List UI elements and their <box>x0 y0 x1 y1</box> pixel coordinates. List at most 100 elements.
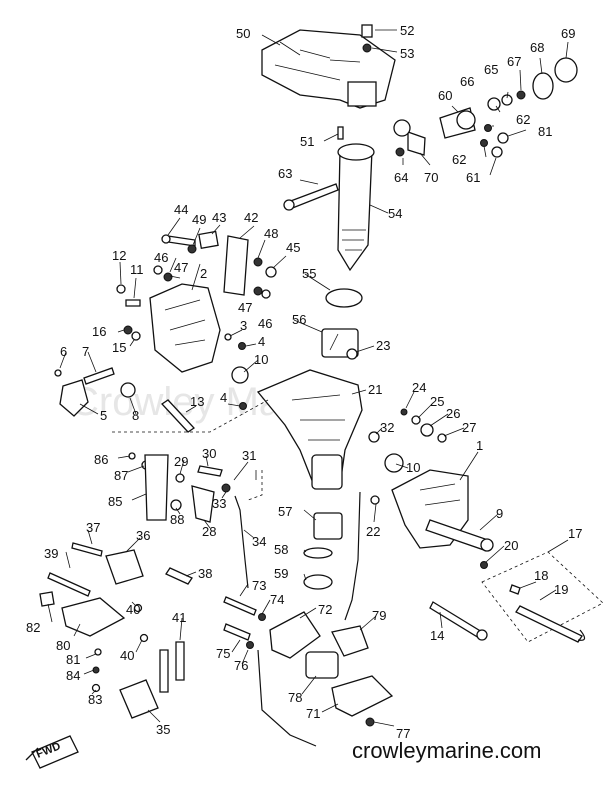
callout-82: 82 <box>26 620 40 635</box>
callout-20: 20 <box>504 538 518 553</box>
callout-5: 5 <box>100 408 107 423</box>
part-53-washer <box>362 43 372 53</box>
callout-35: 35 <box>156 722 170 737</box>
part-54-shaft-top <box>337 143 375 161</box>
callout-55: 55 <box>302 266 316 281</box>
callout-51: 51 <box>300 134 314 149</box>
part-10-bushing-lower <box>384 453 404 473</box>
part-7-spring <box>83 367 115 385</box>
callout-2: 2 <box>200 266 207 281</box>
callout-49: 49 <box>192 212 206 227</box>
callout-67: 67 <box>507 54 521 69</box>
part-22-washer <box>370 495 380 505</box>
callout-24: 24 <box>412 380 426 395</box>
part-34-cable <box>234 495 249 589</box>
part-77-nut <box>365 717 375 727</box>
part-82-cap <box>39 591 55 607</box>
part-49-washer <box>187 244 197 254</box>
callout-73: 73 <box>252 578 266 593</box>
callout-17: 17 <box>568 526 582 541</box>
callout-72: 72 <box>318 602 332 617</box>
callout-78: 78 <box>288 690 302 705</box>
part-26-bushing <box>420 423 434 437</box>
part-21-lower-boss <box>311 454 343 490</box>
part-70-bushing <box>407 131 426 156</box>
part-88-bolt <box>170 499 182 511</box>
callout-21: 21 <box>368 382 382 397</box>
callout-4-upper: 4 <box>258 334 265 349</box>
part-38-pin <box>165 567 193 585</box>
part-79-rubber-mount <box>331 625 369 657</box>
callout-87: 87 <box>114 468 128 483</box>
part-4-nut-upper <box>238 342 246 350</box>
callout-19: 19 <box>554 582 568 597</box>
callout-45: 45 <box>286 240 300 255</box>
part-14-head <box>476 629 488 641</box>
callout-70: 70 <box>424 170 438 185</box>
part-68-grip-end <box>532 72 554 100</box>
part-71-lower-mount <box>331 675 394 717</box>
part-28-lever <box>191 485 215 523</box>
part-72-mount <box>269 611 321 659</box>
callout-labels: 50 52 53 51 54 63 64 70 60 66 65 67 68 6… <box>26 23 582 741</box>
callout-47-lower: 47 <box>238 300 252 315</box>
callout-68: 68 <box>530 40 544 55</box>
part-44-bolt-head <box>161 234 171 244</box>
callout-10-upper: 10 <box>254 352 268 367</box>
callout-1: 1 <box>476 438 483 453</box>
upper-left-assembly <box>54 230 277 433</box>
callout-11: 11 <box>130 262 144 277</box>
part-23-fitting <box>346 348 358 360</box>
part-40-washer-lower <box>139 633 149 643</box>
callout-43: 43 <box>212 210 226 225</box>
part-9-end <box>480 538 494 552</box>
part-67-nut <box>516 90 526 100</box>
part-60-boss <box>456 110 476 130</box>
part-74-washer <box>258 613 266 621</box>
part-39-bolt <box>47 572 91 597</box>
callout-4-lower: 4 <box>220 390 227 405</box>
callout-23: 23 <box>376 338 390 353</box>
assembly-line-31 <box>247 470 263 501</box>
callout-15: 15 <box>112 340 126 355</box>
callout-42: 42 <box>244 210 258 225</box>
callout-74: 74 <box>270 592 284 607</box>
callout-62-lower: 62 <box>452 152 466 167</box>
part-76-nut <box>246 641 254 649</box>
callout-22: 22 <box>366 524 380 539</box>
part-81-pin <box>94 648 102 656</box>
callout-13: 13 <box>190 394 204 409</box>
callout-7: 7 <box>82 344 89 359</box>
part-19-rod <box>515 605 583 643</box>
part-16-nut <box>123 325 133 335</box>
part-50-bracket-boss <box>347 81 377 107</box>
callout-48: 48 <box>264 226 278 241</box>
part-2-stern-bracket-plate <box>149 283 221 373</box>
callout-88: 88 <box>170 512 184 527</box>
part-35-link <box>119 679 159 719</box>
part-5-lever <box>59 379 89 417</box>
part-62-nut-lower <box>480 139 488 147</box>
part-29-pin <box>175 473 185 483</box>
callout-16: 16 <box>92 324 106 339</box>
part-27-bolt <box>437 433 447 443</box>
lower-left-assembly <box>39 542 193 719</box>
part-46-washer-upper <box>153 265 163 275</box>
part-85-bracket <box>144 454 169 521</box>
steering-bracket-assembly <box>261 24 578 272</box>
callout-27: 27 <box>462 420 476 435</box>
callout-75: 75 <box>216 646 230 661</box>
callout-58: 58 <box>274 542 288 557</box>
callout-76: 76 <box>234 658 248 673</box>
callout-39: 39 <box>44 546 58 561</box>
callout-46-upper: 46 <box>154 250 168 265</box>
part-55-bushing <box>325 288 363 308</box>
callout-10-lower: 10 <box>406 460 420 475</box>
part-80-plate <box>61 597 126 637</box>
callout-37: 37 <box>86 520 100 535</box>
callout-12: 12 <box>112 248 126 263</box>
part-8-cap <box>120 382 136 398</box>
callout-84: 84 <box>66 668 80 683</box>
part-15-washer <box>131 331 141 341</box>
